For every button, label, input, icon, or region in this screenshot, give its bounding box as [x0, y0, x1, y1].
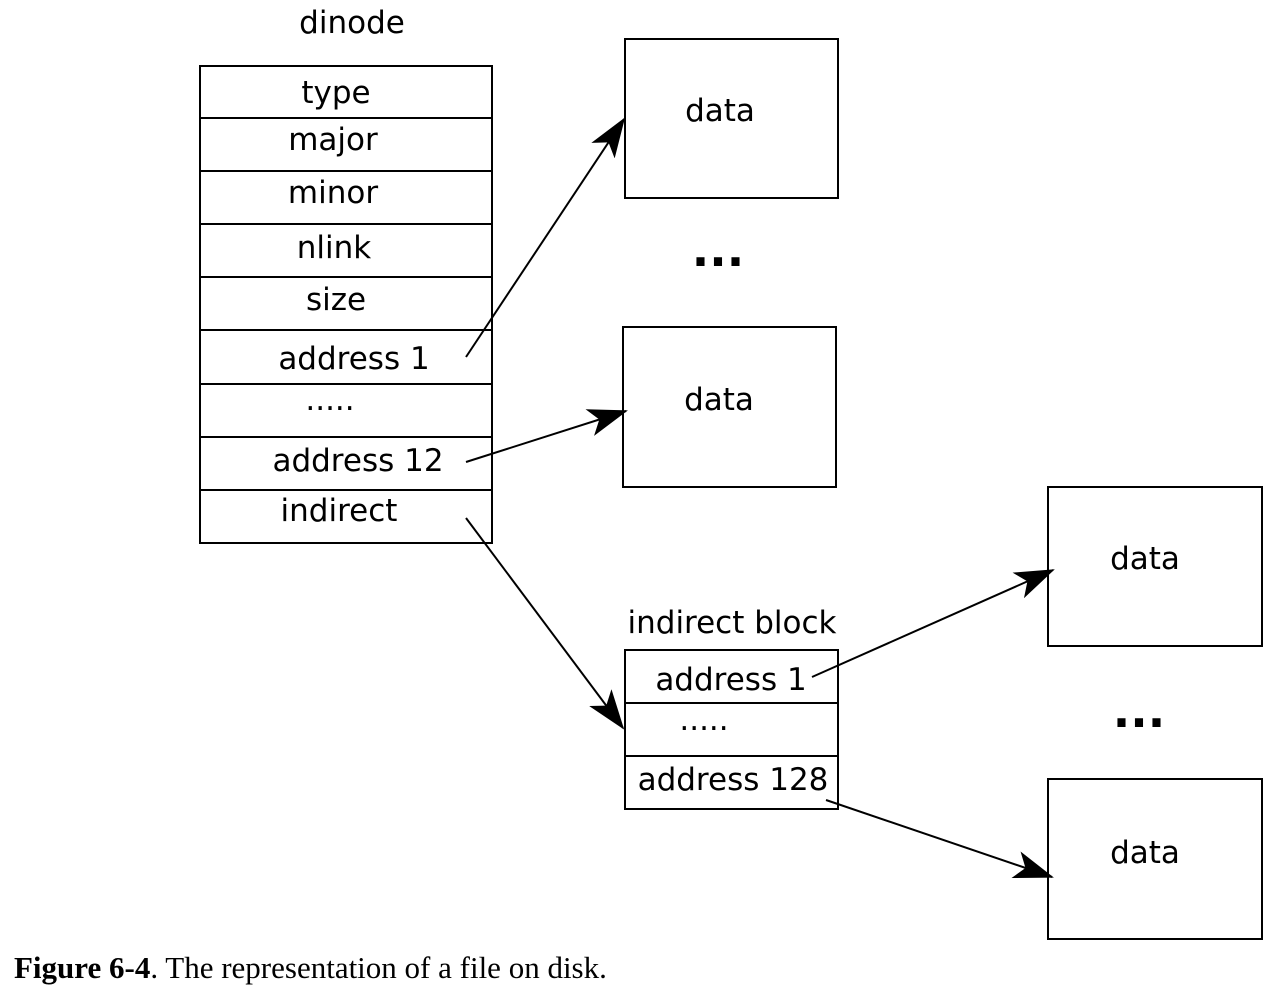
dinode-field-major: major [288, 122, 378, 158]
data-block-label: data [684, 382, 754, 418]
figure-caption-text: . The representation of a file on disk. [150, 950, 607, 985]
arrow-address-12-to-data [465, 409, 628, 463]
dinode-field-type: type [301, 75, 370, 111]
data-block-1: data [624, 38, 839, 199]
dinode-field-minor: minor [288, 175, 378, 211]
dinode-field-ellipsis: ..... [305, 382, 354, 418]
indirect-field-address-1: address 1 [655, 662, 806, 698]
indirect-data-block-128: data [1047, 778, 1263, 940]
data-block-label: data [1110, 541, 1180, 577]
indirect-block-table: address 1 ..... address 128 [624, 649, 839, 810]
arrow-indirect-to-indirect-block [465, 517, 625, 730]
indirect-block-outline [624, 649, 839, 810]
dinode-table: type major minor nlink size address 1 ..… [199, 65, 493, 544]
dinode-field-nlink: nlink [297, 230, 372, 266]
dinode-field-address-12: address 12 [272, 443, 443, 479]
dinode-field-address-1: address 1 [278, 341, 429, 377]
dinode-outline [199, 65, 493, 544]
arrow-address-1-to-data [465, 117, 626, 358]
figure-label: Figure 6-4 [14, 950, 151, 985]
arrow-indirect-address-128-to-data [825, 799, 1054, 878]
dinode-field-indirect: indirect [281, 493, 398, 529]
indirect-blocks-ellipsis: ... [1113, 684, 1165, 738]
data-block-label: data [685, 93, 755, 129]
data-block-12: data [622, 326, 837, 488]
dinode-title: dinode [299, 5, 405, 41]
indirect-data-block-1: data [1047, 486, 1263, 647]
direct-blocks-ellipsis: ... [692, 223, 744, 277]
data-block-label: data [1110, 835, 1180, 871]
arrow-indirect-address-1-to-data [811, 569, 1055, 678]
indirect-field-ellipsis: ..... [679, 702, 728, 738]
indirect-block-title: indirect block [628, 605, 837, 641]
dinode-field-size: size [306, 282, 366, 318]
indirect-field-address-128: address 128 [638, 762, 829, 798]
figure-caption: Figure 6-4. The representation of a file… [14, 950, 607, 986]
